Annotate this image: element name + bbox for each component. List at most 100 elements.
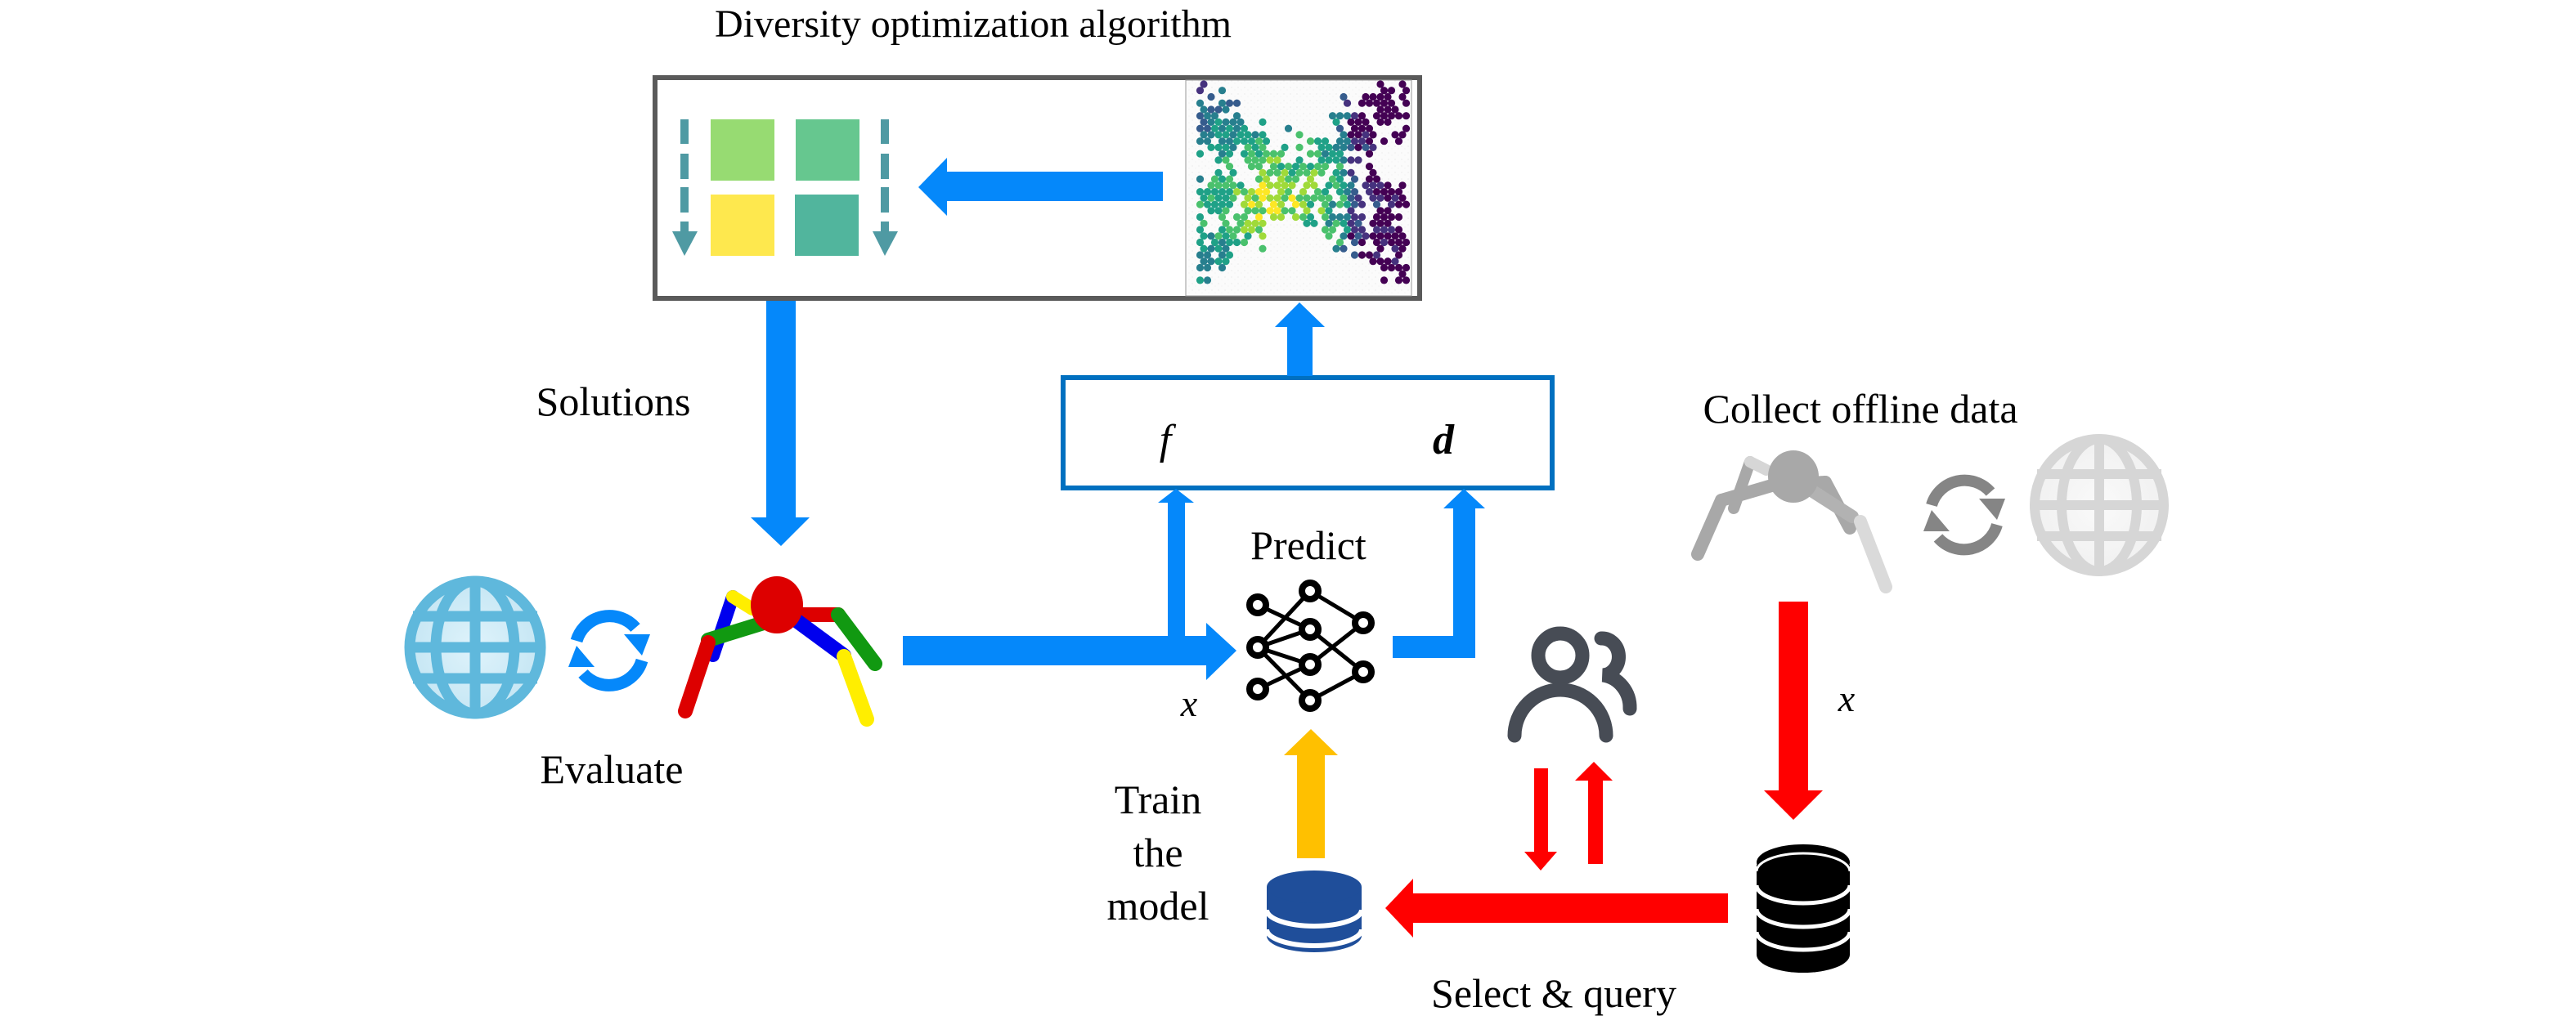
hexbin-cell <box>1376 219 1384 227</box>
hexbin-cell <box>1244 156 1252 164</box>
hexbin-cell <box>1262 150 1271 158</box>
hexbin-cell <box>1372 175 1381 183</box>
hexbin-cell <box>1291 163 1300 171</box>
hexbin-cell <box>1398 131 1407 139</box>
hexbin-cell <box>1218 137 1227 145</box>
hexbin-cell <box>1303 194 1311 202</box>
hexbin-cell <box>1347 207 1355 215</box>
hexbin-cell <box>1236 181 1245 190</box>
hexbin-cell <box>1317 168 1326 177</box>
hexbin-cell <box>1350 238 1359 247</box>
hexbin-cell <box>1277 200 1286 208</box>
hexbin-cell <box>1391 131 1399 139</box>
hexbin-cell <box>1347 232 1355 240</box>
hexbin-cell <box>1266 156 1274 164</box>
hexbin-cell <box>1387 112 1396 120</box>
archive-grid <box>711 119 859 256</box>
hexbin-cell <box>1384 181 1392 190</box>
hexbin-cell <box>1244 194 1252 202</box>
hexbin-cell <box>1325 207 1333 215</box>
hexbin-cell <box>1376 92 1384 101</box>
hexbin-cell <box>1332 244 1340 253</box>
hexbin-cell <box>1369 92 1377 101</box>
hexbin-cell <box>1247 163 1256 171</box>
hexbin-cell <box>1244 131 1252 139</box>
hexbin-cell <box>1369 131 1377 139</box>
hexbin-cell <box>1340 244 1348 253</box>
hexbin-cell <box>1391 105 1399 114</box>
surrogate-output-box: f d <box>1061 375 1555 490</box>
hexbin-cell <box>1362 181 1370 190</box>
hexbin-cell <box>1325 181 1333 190</box>
hexbin-cell <box>1380 263 1389 272</box>
arrow-solutions-to-model <box>903 623 1236 680</box>
hexbin-cell <box>1365 175 1374 183</box>
hexbin-density-plot <box>1185 79 1412 297</box>
hexbin-cell <box>1317 194 1326 202</box>
network-edge <box>1256 589 1312 649</box>
hexbin-cell <box>1317 207 1326 215</box>
hexbin-cell <box>1203 112 1212 120</box>
hexbin-cell <box>1244 207 1252 215</box>
train-arrow <box>1284 729 1338 858</box>
select-query-label: Select & query <box>1431 970 1676 1016</box>
hexbin-cell <box>1391 244 1399 253</box>
hexbin-cell <box>1222 207 1230 215</box>
hexbin-cell <box>1354 232 1362 240</box>
hexbin-cell <box>1310 181 1318 190</box>
archive-cell-top-left <box>711 119 774 181</box>
hexbin-cell <box>1259 131 1267 139</box>
hexbin-cell <box>1303 207 1311 215</box>
hexbin-cell <box>1240 226 1249 234</box>
hexbin-cell <box>1394 213 1403 222</box>
predict-label: Predict <box>1250 522 1367 568</box>
hexbin-cell <box>1222 143 1230 151</box>
hexbin-cell <box>1354 131 1362 139</box>
network-node <box>1352 611 1375 634</box>
hexbin-cell <box>1398 270 1407 278</box>
hexbin-cell <box>1196 213 1205 222</box>
hexbin-cell <box>1232 99 1241 107</box>
hexbin-cell <box>1384 105 1392 114</box>
hexbin-cell <box>1225 124 1234 132</box>
hexbin-cell <box>1321 226 1330 234</box>
hexbin-cell <box>1262 137 1271 145</box>
hexbin-cell <box>1332 156 1340 164</box>
hexbin-cell <box>1251 194 1259 202</box>
hexbin-cell <box>1372 112 1381 120</box>
hexbin-cell <box>1328 200 1337 208</box>
hexbin-cell <box>1247 150 1256 158</box>
hexbin-cell <box>1358 137 1367 145</box>
hexbin-cell <box>1225 188 1234 196</box>
hexbin-cell <box>1335 213 1344 222</box>
hexbin-cell <box>1358 200 1367 208</box>
network-node <box>1352 660 1375 683</box>
hexbin-cell <box>1196 200 1205 208</box>
hexbin-cell <box>1200 118 1208 126</box>
hexbin-cell <box>1229 232 1237 240</box>
hexbin-cell <box>1350 124 1359 132</box>
hexbin-cell <box>1358 213 1367 222</box>
refresh-cycle-icon-blue <box>568 610 650 692</box>
hexbin-cell <box>1328 226 1337 234</box>
hexbin-cell <box>1207 105 1215 114</box>
hexbin-cell <box>1350 188 1359 196</box>
input-x-label: x <box>1180 683 1198 724</box>
hexbin-cell <box>1402 238 1411 247</box>
hexbin-cell <box>1362 92 1370 101</box>
hexbin-cell <box>1281 207 1289 215</box>
dashed-down-arrow-right <box>873 119 898 256</box>
hexbin-cell <box>1394 238 1403 247</box>
hexbin-cell <box>1372 188 1381 196</box>
hexbin-cell <box>1350 213 1359 222</box>
hexbin-cell <box>1254 175 1263 183</box>
hexbin-cell <box>1259 118 1267 126</box>
network-node <box>1246 636 1269 659</box>
hexbin-cell <box>1313 163 1322 171</box>
hexbin-cell <box>1266 168 1274 177</box>
hexbin-cell <box>1210 188 1219 196</box>
hexbin-cell <box>1380 112 1389 120</box>
hexbin-cell <box>1210 238 1219 247</box>
hexbin-cell <box>1362 131 1370 139</box>
hexbin-cell <box>1335 238 1344 247</box>
